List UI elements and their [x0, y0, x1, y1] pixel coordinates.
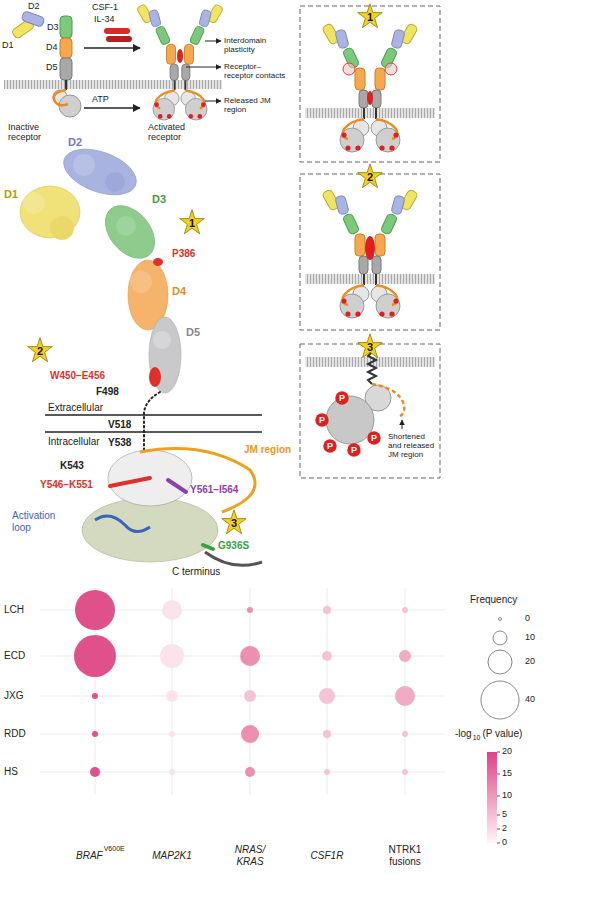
annotation-label: G936S: [218, 540, 249, 552]
annotation-label: JM region: [244, 444, 291, 456]
annotation-label: D3: [152, 193, 166, 206]
annotation-label: D2: [28, 1, 40, 11]
phospho-label: P: [339, 394, 345, 403]
annotation-label: D1: [4, 188, 18, 201]
annotation-label: Y538: [108, 437, 131, 449]
annotation-label: Extracellular: [48, 402, 103, 414]
annotation-label: 20: [502, 746, 512, 756]
annotation-label: RDD: [4, 728, 26, 740]
callout-number: 2: [37, 343, 43, 357]
annotation-label: CSF1R: [302, 850, 352, 862]
annotation-label: -log: [455, 728, 472, 740]
phospho-circle: P: [323, 439, 337, 453]
phospho-circle: P: [367, 431, 381, 445]
annotation-label: Y546–K551: [40, 479, 93, 491]
annotation-label: JXG: [4, 690, 23, 702]
star-badge: 3: [357, 333, 383, 359]
annotation-label: Y561–I564: [190, 484, 238, 496]
callout-number: 2: [367, 169, 373, 183]
annotation-label: P386: [172, 248, 195, 260]
annotation-label: Shortened and released JM region: [388, 432, 438, 460]
annotation-label: 10: [473, 734, 481, 742]
phospho-label: P: [319, 416, 325, 425]
annotation-label: ECD: [4, 650, 25, 662]
annotation-label: V518: [108, 419, 131, 431]
annotation-label: C terminus: [172, 566, 220, 578]
annotation-label: Intracellular: [48, 436, 100, 448]
annotation-label: NTRK1 fusions: [378, 844, 432, 867]
annotation-label: D4: [172, 285, 186, 298]
annotation-label: 0: [502, 837, 507, 847]
annotation-label: ATP: [92, 94, 109, 104]
annotation-label: Interdomain plasticity: [224, 36, 290, 54]
star-badge: 2: [27, 337, 53, 363]
annotation-label: CSF-1: [92, 2, 118, 12]
annotation-label: D5: [46, 62, 58, 72]
legend-label: 10: [525, 632, 535, 642]
phospho-label: P: [327, 442, 333, 451]
annotation-label: IL-34: [94, 14, 115, 24]
annotation-label: (P value): [482, 728, 522, 740]
phospho-label: P: [351, 446, 357, 455]
annotation-label: K543: [60, 460, 84, 472]
annotation-label: D5: [186, 326, 200, 339]
annotation-label: Activation loop: [12, 510, 67, 533]
star-badge: 2: [357, 163, 383, 189]
annotation-label: W450–E456: [50, 370, 105, 382]
annotation-label: NRAS/ KRAS: [230, 844, 270, 867]
annotation-label: 15: [502, 768, 512, 778]
callout-number: 3: [231, 515, 237, 529]
annotation-label: Receptor–receptor contacts: [224, 62, 290, 80]
annotation-label: HS: [4, 766, 18, 778]
annotation-label: 10: [502, 790, 512, 800]
annotation-label: BRAF: [76, 850, 103, 862]
annotation-label: 5: [502, 809, 507, 819]
legend-label: 0: [525, 613, 530, 623]
annotation-label: D3: [47, 22, 59, 32]
annotation-label: Released JM region: [224, 96, 290, 114]
annotation-label: Frequency: [470, 594, 517, 606]
annotation-label: F498: [96, 386, 119, 398]
annotation-label: D2: [68, 136, 82, 149]
phospho-circle: P: [335, 391, 349, 405]
star-badge: 3: [221, 509, 247, 535]
phospho-label: P: [371, 434, 377, 443]
legend-label: 20: [525, 656, 535, 666]
annotation-label: 2: [502, 823, 507, 833]
callout-number: 3: [367, 339, 373, 353]
phospho-circle: P: [347, 443, 361, 457]
annotation-label: D1: [2, 40, 14, 50]
annotation-label: D4: [46, 42, 58, 52]
star-badge: 1: [179, 209, 205, 235]
annotation-label: MAP2K1: [142, 850, 202, 862]
star-badge: 1: [357, 3, 383, 29]
legend-label: 40: [525, 694, 535, 704]
callout-number: 1: [189, 215, 195, 229]
annotation-label: LCH: [4, 604, 24, 616]
phospho-circle: P: [315, 413, 329, 427]
annotation-label: V600E: [104, 845, 125, 853]
callout-number: 1: [367, 9, 373, 23]
annotation-label: Inactive receptor: [8, 122, 68, 143]
annotation-label: Activated receptor: [148, 122, 218, 143]
